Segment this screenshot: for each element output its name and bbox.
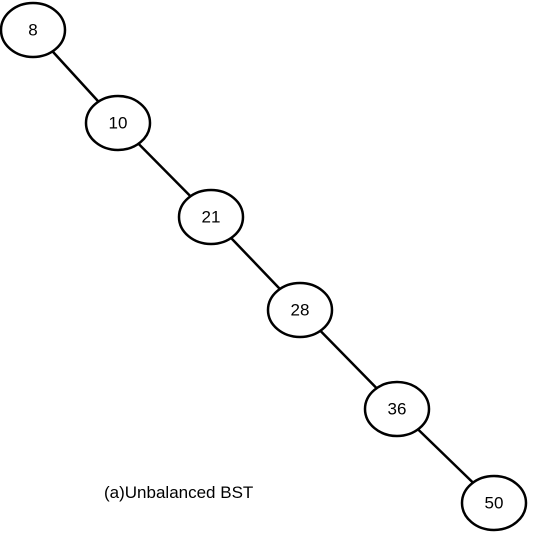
node-circle — [84, 94, 152, 152]
tree-node-50: 50 — [460, 474, 528, 532]
node-label: 50 — [485, 494, 504, 513]
tree-node-8: 8 — [0, 1, 67, 59]
node-circle — [0, 1, 67, 59]
tree-node-28: 28 — [266, 281, 334, 339]
tree-node-21: 21 — [177, 188, 245, 246]
tree-node-36: 36 — [363, 380, 431, 438]
nodes-layer: 8 10 21 28 36 50 — [0, 1, 528, 532]
diagram-caption: (a)Unbalanced BST — [104, 483, 254, 502]
node-circle — [363, 380, 431, 438]
node-label: 10 — [109, 114, 128, 133]
node-circle — [177, 188, 245, 246]
node-label: 8 — [28, 21, 37, 40]
node-label: 28 — [291, 301, 310, 320]
tree-node-10: 10 — [84, 94, 152, 152]
node-label: 21 — [202, 208, 221, 227]
node-circle — [460, 474, 528, 532]
node-circle — [266, 281, 334, 339]
node-label: 36 — [388, 400, 407, 419]
